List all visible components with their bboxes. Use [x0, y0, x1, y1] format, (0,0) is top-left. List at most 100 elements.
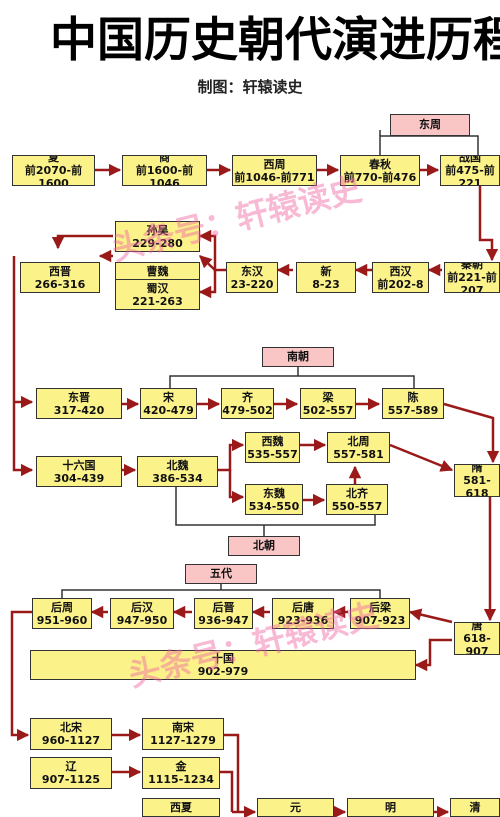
dynasty-years: 前1600-前1046 — [135, 164, 194, 186]
dynasty-name: 商 — [159, 155, 170, 164]
dynasty-name: 齐 — [242, 390, 253, 404]
dynasty-years: 1115-1234 — [148, 773, 214, 786]
page-title: 中国历史朝代演进历程 — [50, 13, 500, 68]
dynasty-chunqiu: 春秋前770-前476 — [340, 155, 420, 186]
dynasty-ming: 明 — [347, 798, 434, 817]
dynasty-name: 西周 — [263, 157, 286, 171]
dynasty-years: 前2070-前1600 — [24, 164, 83, 186]
dynasty-name: 金 — [175, 760, 187, 773]
dynasty-name: 秦朝 — [461, 262, 483, 271]
dynasty-name: 东汉 — [241, 264, 263, 278]
dynasty-name: 十六国 — [62, 458, 96, 472]
dynasty-years: 535-557 — [247, 447, 298, 461]
dynasty-years: 前475-前221 — [445, 164, 495, 186]
group-label-wudai: 五代 — [185, 564, 257, 584]
dynasty-qin: 秦朝前221-前207 — [444, 262, 500, 293]
group-label-dongzhou: 东周 — [390, 114, 470, 136]
dynasty-name: 辽 — [65, 760, 77, 773]
dynasty-name: 陈 — [407, 390, 419, 404]
dynasty-years: 317-420 — [53, 403, 105, 417]
dynasty-name: 北宋 — [60, 721, 82, 734]
dynasty-xixia: 西夏 — [142, 798, 220, 817]
dynasty-name: 宋 — [163, 390, 174, 404]
dynasty-qing: 清 — [450, 798, 500, 817]
dynasty-name: 西夏 — [170, 801, 192, 814]
dynasty-name: 后唐 — [292, 600, 314, 614]
dynasty-years: 550-557 — [331, 499, 383, 513]
dynasty-name: 战国 — [459, 155, 481, 164]
dynasty-years: 221-263 — [132, 294, 183, 308]
dynasty-years: 386-534 — [152, 471, 203, 485]
dynasty-years: 557-589 — [387, 403, 439, 417]
dynasty-yuan: 元 — [257, 798, 334, 817]
dynasty-name: 北齐 — [346, 486, 368, 500]
group-label-nanchao: 南朝 — [262, 347, 334, 367]
page-subtitle: 制图：轩辕读史 — [197, 78, 303, 96]
dynasty-name: 后周 — [51, 600, 73, 614]
dynasty-years: 1127-1279 — [150, 734, 216, 747]
dynasty-name: 元 — [290, 801, 301, 814]
dynasty-years: 951-960 — [36, 613, 88, 627]
dynasty-name: 东晋 — [68, 390, 90, 404]
dynasty-name: 夏 — [48, 155, 59, 164]
dynasty-years: 前202-8 — [377, 277, 424, 291]
dynasty-name: 北魏 — [166, 458, 189, 472]
group-label-beichao: 北朝 — [228, 536, 300, 556]
dynasty-xizhou: 西周前1046-前771 — [232, 155, 317, 186]
dynasty-name: 后汉 — [131, 600, 153, 614]
dynasty-years: 229-280 — [132, 236, 183, 250]
dynasty-name: 梁 — [322, 390, 334, 404]
dynasty-xia: 夏前2070-前1600 — [12, 155, 95, 186]
dynasty-years: 8-23 — [312, 277, 340, 291]
dynasty-years: 266-316 — [34, 277, 86, 291]
dynasty-name: 新 — [320, 264, 332, 278]
dynasty-zhanguo: 战国前475-前221 — [440, 155, 500, 186]
dynasty-name: 西魏 — [261, 434, 284, 448]
dynasty-name: 北周 — [347, 434, 370, 448]
dynasty-name: 孙吴 — [146, 223, 169, 237]
dynasty-years: 304-439 — [53, 471, 105, 485]
dynasty-years: 534-550 — [248, 499, 300, 513]
dynasty-xihan: 西汉前202-8 — [372, 262, 429, 293]
dynasty-years: 420-479 — [143, 403, 194, 417]
dynasty-name: 春秋 — [369, 157, 391, 171]
dynasty-name: 曹魏 — [146, 264, 169, 278]
dynasty-years: 923-936 — [277, 613, 329, 627]
dynasty-years: 947-950 — [116, 613, 168, 627]
dynasty-years: 936-947 — [198, 613, 249, 627]
dynasty-name: 唐 — [471, 622, 483, 632]
dynasty-years: 前770-前476 — [343, 170, 417, 184]
dynasty-years: 502-557 — [302, 403, 354, 417]
dynasty-years: 前221-前207 — [447, 271, 497, 293]
dynasty-name: 西汉 — [389, 264, 412, 278]
dynasty-years: 907-923 — [354, 613, 406, 627]
dynasty-name: 后梁 — [369, 600, 391, 614]
dynasty-name: 隋 — [471, 464, 483, 474]
dynasty-years: 23-220 — [230, 277, 274, 291]
dynasty-name: 清 — [469, 801, 481, 814]
